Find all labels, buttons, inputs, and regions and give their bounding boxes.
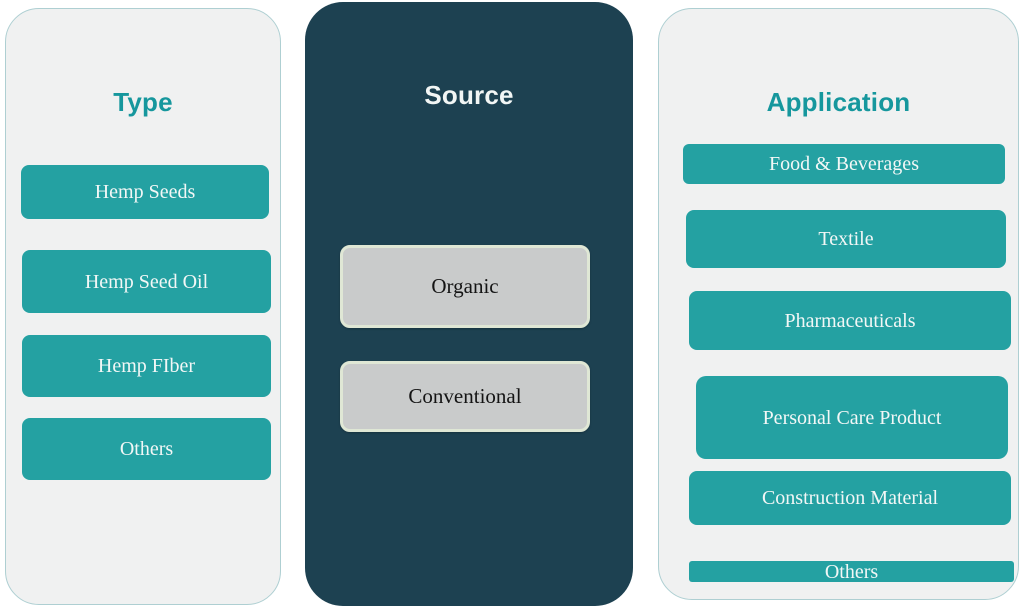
segment-hemp-fiber[interactable]: Hemp FIber (22, 335, 271, 397)
type-column-title: Type (113, 87, 173, 117)
segment-food-beverages[interactable]: Food & Beverages (683, 144, 1005, 184)
segment-pharmaceuticals[interactable]: Pharmaceuticals (689, 291, 1011, 350)
source-column-title: Source (424, 80, 514, 110)
segment-construction-material[interactable]: Construction Material (689, 471, 1011, 525)
source-column-panel: Source Organic Conventional (305, 2, 633, 606)
segment-type-others[interactable]: Others (22, 418, 271, 480)
application-column-title: Application (766, 87, 911, 117)
segment-hemp-seeds[interactable]: Hemp Seeds (21, 165, 269, 219)
segment-hemp-seed-oil[interactable]: Hemp Seed Oil (22, 250, 271, 313)
segment-organic[interactable]: Organic (340, 245, 590, 328)
segment-personal-care-product[interactable]: Personal Care Product (696, 376, 1008, 459)
type-column-panel: Type Hemp Seeds Hemp Seed Oil Hemp FIber… (5, 8, 281, 605)
segment-application-others[interactable]: Others (689, 561, 1014, 583)
segment-textile[interactable]: Textile (686, 210, 1006, 268)
segment-conventional[interactable]: Conventional (340, 361, 590, 432)
application-column-panel: Application Food & Beverages Textile Pha… (658, 8, 1019, 600)
